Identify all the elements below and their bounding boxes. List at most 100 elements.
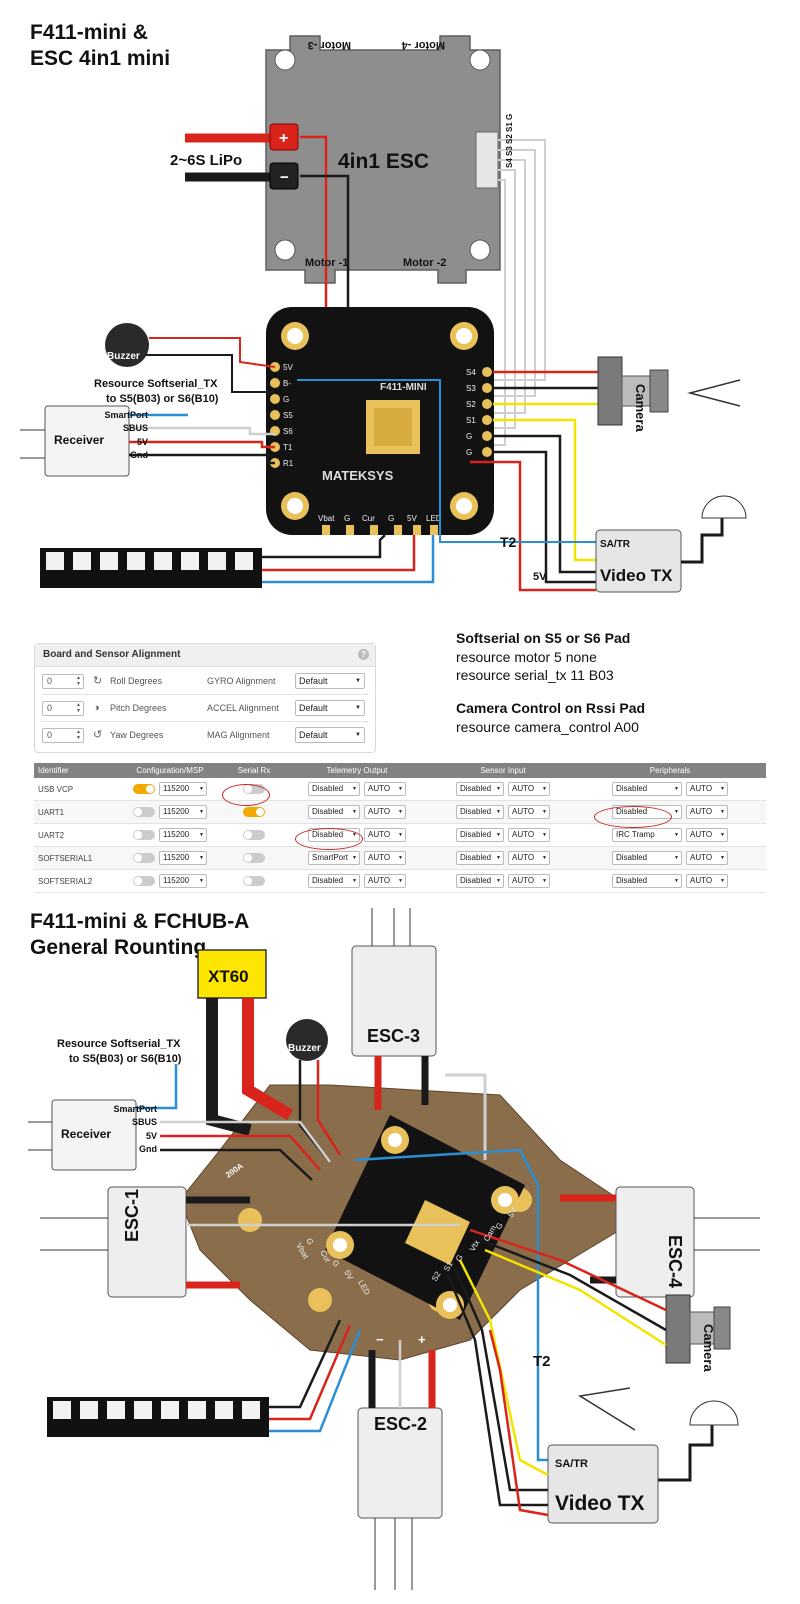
port-row: SOFTSERIAL1115200SmartPortAUTODisabledAU… <box>34 846 766 870</box>
softserial-note-line-2: resource serial_tx 11 B03 <box>456 667 614 683</box>
svg-text:Cur: Cur <box>362 514 375 523</box>
alignment-row-yaw: 0 ↺ Yaw Degrees MAG Alignment Default▼ <box>35 722 375 748</box>
sensor-baud-select[interactable]: AUTO <box>508 828 550 842</box>
peripherals-baud-select[interactable]: AUTO <box>686 782 728 796</box>
roll-icon: ↻ <box>93 675 103 687</box>
sensor-select[interactable]: Disabled <box>456 851 504 865</box>
help-icon[interactable]: ? <box>358 649 369 660</box>
svg-text:G: G <box>388 514 394 523</box>
sensor-baud-select[interactable]: AUTO <box>508 805 550 819</box>
camera-view-cone-bottom <box>577 1387 636 1431</box>
port-identifier: USB VCP <box>34 778 114 801</box>
battery-plus-terminal <box>269 123 299 151</box>
peripherals-select[interactable]: Disabled <box>612 851 682 865</box>
top-title-line1: F411-mini & <box>30 21 148 44</box>
esc-motor2-label: Motor -2 <box>403 257 446 269</box>
telemetry-baud-select[interactable]: AUTO <box>364 805 406 819</box>
bottom-title-line1: F411-mini & FCHUB-A <box>30 910 250 933</box>
chevron-down-icon: ▼ <box>355 705 361 711</box>
svg-text:S5: S5 <box>283 411 293 420</box>
peripherals-baud-select[interactable]: AUTO <box>686 851 728 865</box>
msp-toggle[interactable] <box>133 853 155 863</box>
vtx-label-bottom: Video TX <box>555 1492 644 1515</box>
hub-minus-label: − <box>376 1332 384 1347</box>
softserial-note-line1: Resource Softserial_TX <box>94 378 218 390</box>
camera-view-cone <box>687 379 741 407</box>
sensor-baud-select[interactable]: AUTO <box>508 874 550 888</box>
port-identifier: UART1 <box>34 800 114 824</box>
telemetry-select[interactable]: Disabled <box>308 874 360 888</box>
svg-text:Gnd: Gnd <box>130 450 148 460</box>
esc2-label: ESC-2 <box>374 1414 427 1434</box>
yaw-degrees-input[interactable]: 0 <box>42 728 84 743</box>
svg-text:S2: S2 <box>430 1270 443 1283</box>
esc1-body <box>107 1186 187 1298</box>
peripherals-baud-select[interactable]: AUTO <box>686 828 728 842</box>
roll-degrees-input[interactable]: 0 <box>42 674 84 689</box>
sensor-select[interactable]: Disabled <box>456 805 504 819</box>
accel-alignment-select[interactable]: Default▼ <box>295 700 365 716</box>
msp-toggle[interactable] <box>133 830 155 840</box>
msp-toggle[interactable] <box>133 784 155 794</box>
sensor-select[interactable]: Disabled <box>456 782 504 796</box>
msp-baud-select[interactable]: 115200 <box>159 782 207 796</box>
svg-text:S1: S1 <box>466 416 476 425</box>
fc-brand: MATEKSYS <box>322 468 394 483</box>
col-identifier: Identifier <box>34 763 114 778</box>
gyro-alignment-select[interactable]: Default▼ <box>295 673 365 689</box>
sensor-baud-select[interactable]: AUTO <box>508 782 550 796</box>
chevron-down-icon: ▼ <box>355 732 361 738</box>
vtx-antenna-bottom <box>689 1400 739 1426</box>
serial-rx-toggle[interactable] <box>243 830 265 840</box>
col-sensor-input: Sensor Input <box>432 763 574 778</box>
peripherals-select[interactable]: IRC Tramp <box>612 828 682 842</box>
serial-rx-toggle[interactable] <box>243 876 265 886</box>
telemetry-baud-select[interactable]: AUTO <box>364 782 406 796</box>
peripherals-baud-select[interactable]: AUTO <box>686 874 728 888</box>
telemetry-select[interactable]: SmartPort <box>308 851 360 865</box>
telemetry-baud-select[interactable]: AUTO <box>364 874 406 888</box>
svg-text:S1: S1 <box>442 1260 455 1273</box>
vtx-satr-label-bottom: SA/TR <box>555 1458 588 1470</box>
esc-4in1-board <box>265 35 501 284</box>
serial-rx-toggle[interactable] <box>243 853 265 863</box>
svg-text:G: G <box>304 1237 315 1247</box>
peripherals-select[interactable]: Disabled <box>612 782 682 796</box>
fc-f411-mini-board <box>266 307 494 535</box>
telemetry-baud-select[interactable]: AUTO <box>364 851 406 865</box>
esc-motor3-label: Motor -3 <box>308 39 351 51</box>
esc-label: 4in1 ESC <box>338 150 429 173</box>
msp-baud-select[interactable]: 115200 <box>159 828 207 842</box>
telemetry-select[interactable]: Disabled <box>308 805 360 819</box>
sensor-select[interactable]: Disabled <box>456 874 504 888</box>
sensor-baud-select[interactable]: AUTO <box>508 851 550 865</box>
vtx-5v-label: 5V <box>533 571 547 583</box>
telemetry-baud-select[interactable]: AUTO <box>364 828 406 842</box>
panel-title: Board and Sensor Alignment <box>43 649 181 660</box>
msp-toggle[interactable] <box>133 876 155 886</box>
pitch-degrees-input[interactable]: 0 <box>42 701 84 716</box>
serial-rx-toggle[interactable] <box>243 807 265 817</box>
msp-baud-select[interactable]: 115200 <box>159 851 207 865</box>
buzzer-body <box>105 323 149 367</box>
sensor-select[interactable]: Disabled <box>456 828 504 842</box>
msp-baud-select[interactable]: 115200 <box>159 805 207 819</box>
svg-text:Vbat: Vbat <box>318 514 335 523</box>
mag-alignment-select[interactable]: Default▼ <box>295 727 365 743</box>
irc-tramp-highlight <box>594 806 672 828</box>
softserial-note-heading: Softserial on S5 or S6 Pad <box>456 630 631 646</box>
port-row: UART1115200DisabledAUTODisabledAUTODisab… <box>34 800 766 824</box>
msp-toggle[interactable] <box>133 807 155 817</box>
battery-minus-terminal <box>269 162 299 190</box>
svg-text:Gnd: Gnd <box>139 1144 157 1154</box>
battery-plus-label: + <box>279 130 288 147</box>
peripherals-baud-select[interactable]: AUTO <box>686 805 728 819</box>
msp-baud-select[interactable]: 115200 <box>159 874 207 888</box>
telemetry-select[interactable]: Disabled <box>308 782 360 796</box>
esc1-label: ESC-1 <box>122 1189 142 1242</box>
peripherals-select[interactable]: Disabled <box>612 874 682 888</box>
camera-label-bottom: Camera <box>701 1324 716 1372</box>
receiver-pin-labels: SmartPort SBUS 5V Gnd <box>104 410 148 460</box>
panel-header: Board and Sensor Alignment ? <box>35 644 375 667</box>
fc-hub-right-pad-labels: 5V G Cam Vtx G S1 S2 <box>430 1205 519 1283</box>
